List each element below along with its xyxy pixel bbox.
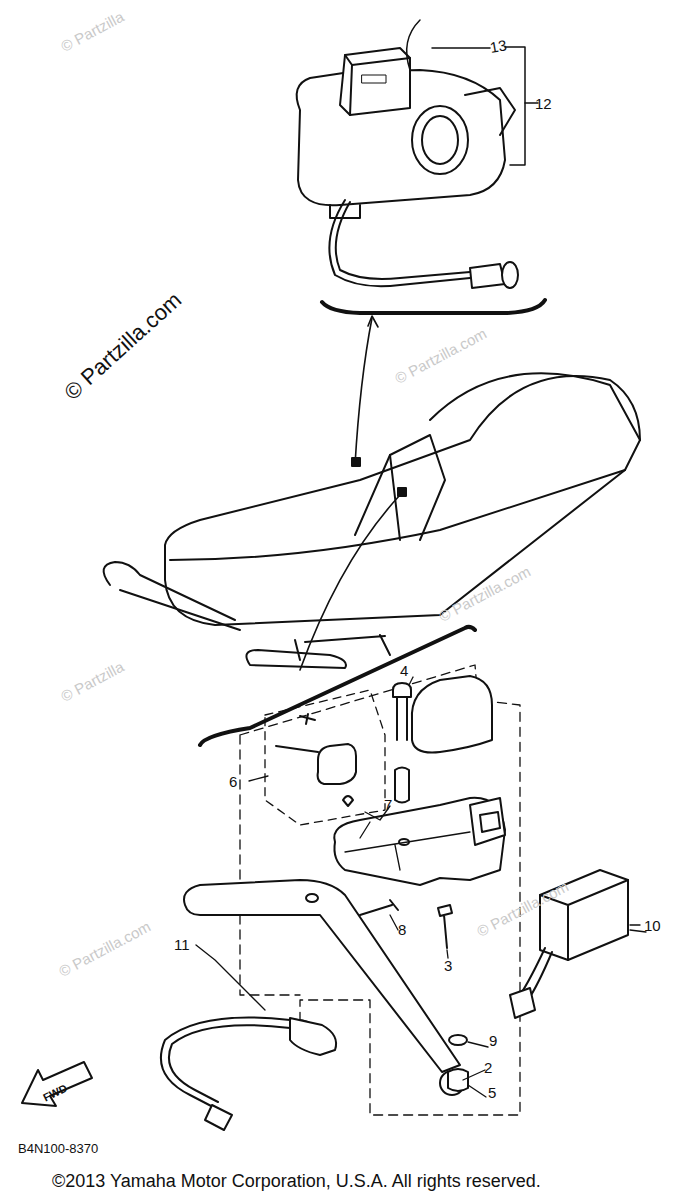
relay-unit	[510, 870, 640, 1018]
brake-switch	[276, 714, 356, 806]
snowmobile-outline	[104, 316, 640, 670]
callout-number: 3	[444, 958, 452, 973]
leader-line	[196, 677, 646, 1097]
callout-number: 9	[489, 1033, 497, 1048]
brake-lever	[184, 880, 464, 1095]
copyright-note: ©2013 Yamaha Motor Corporation, U.S.A. A…	[52, 1172, 541, 1190]
watermark: © Partzilla	[58, 9, 126, 54]
callout-number: 8	[398, 922, 406, 937]
bracket	[322, 300, 545, 313]
watermark: © Partzilla	[58, 659, 126, 704]
washer	[449, 1035, 467, 1045]
nut	[448, 1069, 468, 1091]
forward-arrow	[22, 1062, 92, 1106]
watermark: © Partzilla.com	[56, 918, 152, 979]
callout-number: 2	[484, 1060, 492, 1075]
watermark: © Partzilla.com	[392, 325, 488, 386]
bolt	[360, 900, 398, 915]
bolt	[393, 683, 411, 803]
callout-number: 10	[644, 918, 661, 933]
callout-number: 12	[535, 96, 552, 111]
handlebar-switch-unit	[297, 20, 538, 288]
lever-bracket	[334, 798, 505, 885]
callout-number: 11	[174, 937, 190, 952]
callout-number: 6	[229, 774, 237, 789]
group-outline	[265, 690, 385, 825]
bolt	[438, 905, 452, 948]
diagram-code: B4N100-8370	[18, 1142, 98, 1155]
callout-number: 7	[384, 797, 392, 812]
callout-number: 5	[488, 1085, 496, 1100]
callout-number: 4	[400, 663, 408, 678]
callout-number: 13	[489, 37, 508, 55]
watermark: © Partzilla.com	[61, 289, 186, 405]
lever-cover	[412, 676, 492, 753]
switch-wire	[161, 1018, 336, 1131]
